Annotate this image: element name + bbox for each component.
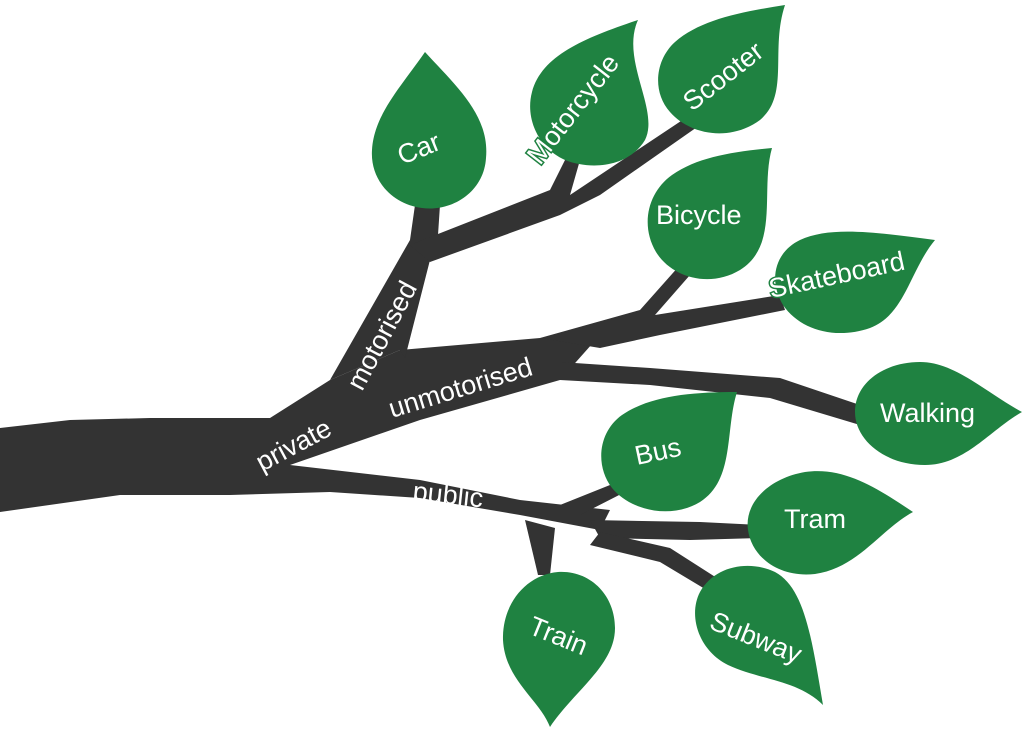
branch-public-tram xyxy=(590,520,760,540)
leaf-tram xyxy=(747,471,913,575)
leaf-scooter xyxy=(658,5,785,134)
branch-unmotorised-lower xyxy=(560,362,860,425)
leaf-bus xyxy=(601,392,737,512)
leaf-subway xyxy=(695,565,823,705)
leaf-motorcycle xyxy=(530,20,649,166)
branch-public-train xyxy=(525,520,555,575)
branch-unmotorised-upper xyxy=(540,265,785,348)
trunk xyxy=(0,335,610,530)
label-public: public xyxy=(411,476,484,513)
branch-motorised-right xyxy=(410,115,700,262)
leaf-walking xyxy=(855,362,1022,465)
leaf-bicycle xyxy=(647,148,772,280)
leaf-train xyxy=(502,571,615,727)
label-bicycle: Bicycle xyxy=(656,200,742,230)
branch-public-bus xyxy=(560,485,625,515)
leaf-skateboard xyxy=(775,231,935,334)
leaves xyxy=(371,5,1022,727)
branch-motorised xyxy=(330,205,440,380)
branch-public-subway xyxy=(590,532,720,592)
label-walking: Walking xyxy=(880,398,975,428)
leaf-car xyxy=(371,52,487,209)
label-tram: Tram xyxy=(784,504,846,534)
branches xyxy=(0,115,860,592)
